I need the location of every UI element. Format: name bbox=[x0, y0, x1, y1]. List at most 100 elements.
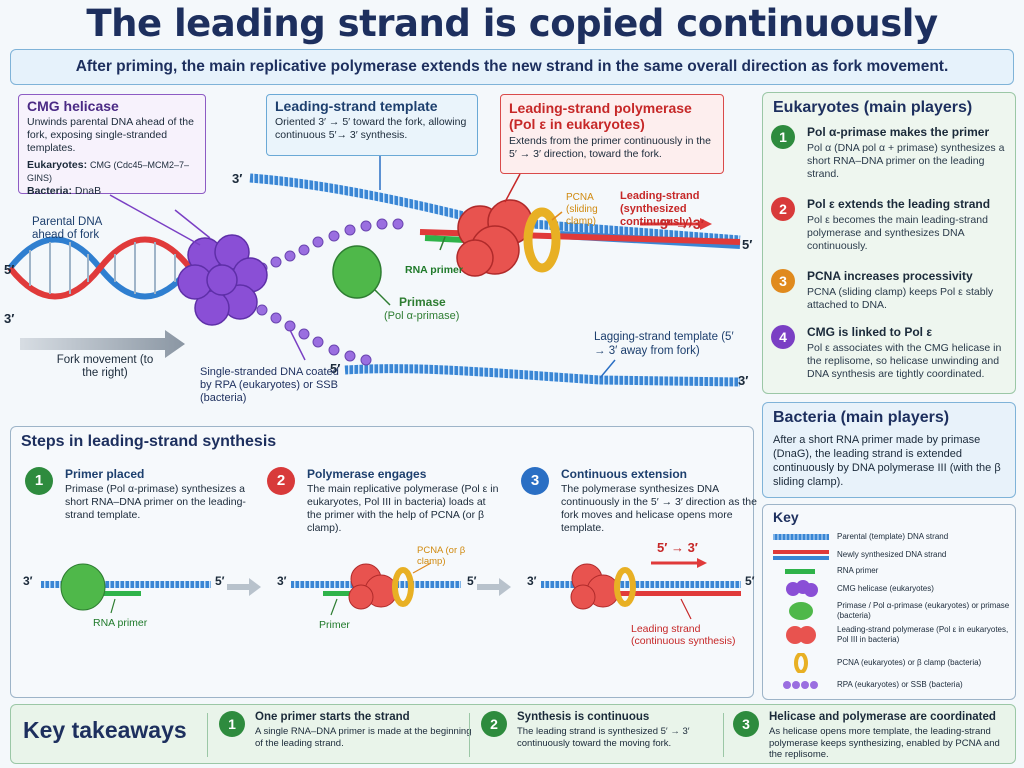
steps-title: Steps in leading-strand synthesis bbox=[21, 433, 277, 450]
step2-end3: 3′ bbox=[277, 574, 287, 588]
step3-clamp bbox=[614, 567, 636, 607]
key-label: CMG helicase (eukaryotes) bbox=[837, 584, 934, 593]
step2-primer bbox=[323, 591, 355, 596]
replication-fork-diagram bbox=[7, 156, 741, 387]
step1-end5: 5′ bbox=[215, 574, 225, 588]
step2-primer-label: Primer bbox=[319, 619, 350, 631]
clamp-icon bbox=[794, 653, 808, 673]
parental-strand-icon bbox=[773, 534, 829, 540]
divider bbox=[469, 713, 470, 757]
rpa-icon bbox=[783, 681, 818, 689]
end-label-5-lagging: 5′ bbox=[330, 361, 341, 376]
template-title: Leading-strand template bbox=[275, 98, 438, 114]
takeaway-desc: As helicase opens more template, the lea… bbox=[769, 726, 1000, 760]
step1-end3: 3′ bbox=[23, 574, 33, 588]
lagging-template-label: Lagging-strand template (5′ → 3′ away fr… bbox=[594, 331, 734, 357]
step3-new-strand bbox=[611, 591, 741, 596]
cmg-euk-value: CMG (Cdc45–MCM2–7–GINS) bbox=[27, 160, 190, 183]
eukaryotes-title: Eukaryotes (main players) bbox=[773, 99, 973, 116]
cmg-bac-label: Bacteria: bbox=[27, 185, 72, 197]
key-row: PCNA (eukaryotes) or β clamp (bacteria) bbox=[771, 653, 1011, 673]
key-label: Leading-strand polymerase (Pol ε in euka… bbox=[837, 625, 1009, 644]
cmg-helicase-icon bbox=[177, 234, 268, 326]
cmg-title: CMG helicase bbox=[27, 98, 119, 114]
step2-clamp bbox=[392, 567, 414, 607]
key-label: RNA primer bbox=[837, 566, 879, 575]
key-row: RPA (eukaryotes) or SSB (bacteria) bbox=[771, 675, 1011, 695]
step1-primase bbox=[60, 563, 106, 611]
step3-strand-label: Leading strand (continuous synthesis) bbox=[631, 623, 736, 647]
key-panel: Key Parental (template) DNA strand Newly… bbox=[762, 504, 1016, 700]
parental-dna-label: Parental DNA ahead of fork bbox=[32, 216, 102, 241]
divider bbox=[723, 713, 724, 757]
step3-arrowhead bbox=[697, 558, 707, 568]
step3-end5: 5′ bbox=[745, 574, 755, 588]
step-title: Primer placed bbox=[65, 467, 145, 481]
step1-template bbox=[41, 581, 211, 588]
key-row: CMG helicase (eukaryotes) bbox=[771, 579, 1011, 599]
step3-dir-label: 5′ → 3′ bbox=[657, 540, 698, 555]
fork-movement-label: Fork movement (to the right) bbox=[56, 354, 154, 379]
step-desc: Primase (Pol α-primase) synthesizes a sh… bbox=[65, 483, 246, 521]
end-label-3-left: 3′ bbox=[4, 311, 15, 326]
polymerase-title: Leading-strand polymerase (Pol ε in euka… bbox=[509, 100, 692, 132]
template-desc: Oriented 3′ → 5′ toward the fork, allowi… bbox=[275, 116, 467, 141]
leading-new-label: Leading-strand (synthesized continuously… bbox=[620, 190, 700, 228]
parental-helix-red bbox=[7, 236, 193, 300]
takeaway-desc: A single RNA–DNA primer is made at the b… bbox=[255, 726, 472, 749]
key-label: Primase / Pol α-primase (eukaryotes) or … bbox=[837, 601, 1010, 620]
step-arrow-2 bbox=[477, 578, 511, 596]
pcna-label: PCNA (sliding clamp) bbox=[566, 192, 598, 227]
step3-template bbox=[541, 581, 741, 588]
helicase-icon bbox=[786, 580, 818, 597]
primase-icon bbox=[789, 602, 813, 620]
key-title: Key bbox=[773, 509, 799, 525]
direction-label: 5′ → 3′ bbox=[660, 216, 705, 232]
takeaway-num-1: 1 bbox=[219, 711, 245, 737]
key-row: Newly synthesized DNA strand bbox=[771, 545, 1011, 565]
lagging-template-strand bbox=[344, 364, 741, 387]
euk-item-title: Pol ε extends the leading strand bbox=[807, 197, 991, 211]
end-label-3-top: 3′ bbox=[232, 171, 243, 186]
key-label: Newly synthesized DNA strand bbox=[837, 550, 947, 559]
step-title: Continuous extension bbox=[561, 467, 687, 481]
euk-item-title: Pol α-primase makes the primer bbox=[807, 125, 990, 139]
subtitle-banner: After priming, the main replicative poly… bbox=[10, 49, 1014, 85]
euk-item-title: CMG is linked to Pol ε bbox=[807, 325, 933, 339]
euk-item-desc: PCNA (sliding clamp) keeps Pol ε stably … bbox=[807, 286, 994, 311]
polymerase-desc: Extends from the primer continuously in … bbox=[509, 135, 711, 160]
takeaway-num-2: 2 bbox=[481, 711, 507, 737]
takeaway-title: Synthesis is continuous bbox=[517, 711, 650, 723]
bacteria-panel: Bacteria (main players) After a short RN… bbox=[762, 402, 1016, 498]
cmg-bac-value: DnaB bbox=[74, 185, 102, 197]
rpa-beads bbox=[256, 218, 404, 366]
leading-polymerase-icon bbox=[456, 199, 533, 277]
polymerase-icon bbox=[786, 626, 816, 644]
takeaway-desc: The leading strand is synthesized 5′ → 3… bbox=[517, 726, 690, 749]
polymerase-callout: Leading-strand polymerase (Pol ε in euka… bbox=[500, 94, 724, 174]
euk-item-title: PCNA increases processivity bbox=[807, 269, 973, 283]
euk-item-desc: Pol ε associates with the CMG helicase i… bbox=[807, 342, 1002, 380]
bacteria-desc: After a short RNA primer made by primase… bbox=[773, 434, 1001, 488]
new-strand-icon bbox=[773, 550, 829, 560]
end-label-5-left: 5′ bbox=[4, 262, 15, 277]
rna-primer-label: RNA primer bbox=[405, 264, 463, 276]
step-desc: The polymerase synthesizes DNA continuou… bbox=[561, 483, 757, 534]
euk-item-desc: Pol α (DNA pol α + primase) synthesizes … bbox=[807, 142, 1005, 180]
step1-primer bbox=[93, 591, 141, 596]
step1-primer-label: RNA primer bbox=[93, 617, 148, 629]
steps-panel: Steps in leading-strand synthesis 1 Prim… bbox=[10, 426, 757, 698]
step-num-3: 3 bbox=[521, 467, 549, 495]
rna-primer-icon bbox=[785, 569, 815, 574]
primase-sub-label: (Pol α-primase) bbox=[384, 310, 460, 322]
eukaryotes-panel: Eukaryotes (main players) 1 Pol α-primas… bbox=[762, 92, 1016, 394]
key-label: Parental (template) DNA strand bbox=[837, 532, 949, 541]
primase-label: Primase bbox=[399, 295, 446, 309]
pcna-clamp-icon bbox=[523, 207, 561, 273]
ssdna-label: Single-stranded DNA coated by RPA (eukar… bbox=[200, 366, 339, 404]
key-label: RPA (eukaryotes) or SSB (bacteria) bbox=[837, 680, 963, 689]
takeaways-panel: Key takeaways 1 One primer starts the st… bbox=[10, 704, 1016, 764]
divider bbox=[207, 713, 208, 757]
takeaway-title: Helicase and polymerase are coordinated bbox=[769, 711, 996, 723]
step2-end5: 5′ bbox=[467, 574, 477, 588]
